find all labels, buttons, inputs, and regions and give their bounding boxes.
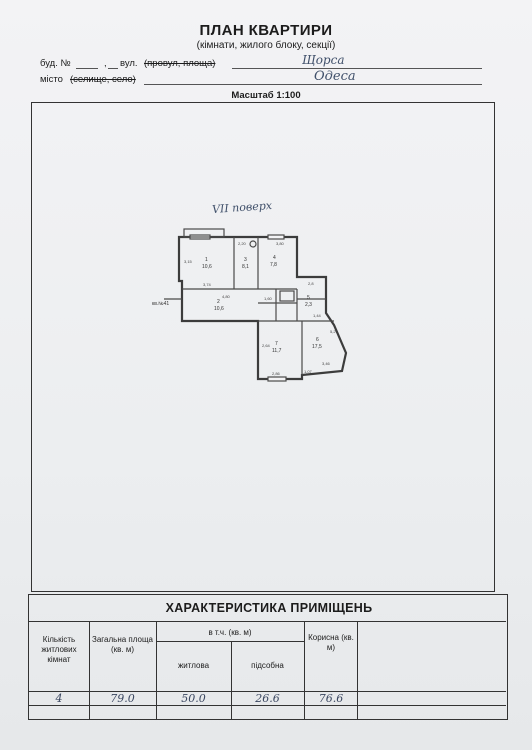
building-number-line	[76, 68, 98, 69]
room-number: 7	[275, 341, 278, 347]
city-line	[144, 84, 482, 85]
dimension: 3,74	[203, 282, 212, 287]
window	[267, 376, 287, 382]
table-rule	[357, 621, 358, 719]
dimension: 1,44	[313, 313, 322, 318]
room-area: 2,3	[305, 302, 312, 308]
table-title: ХАРАКТЕРИСТИКА ПРИМІЩЕНЬ	[165, 601, 373, 615]
header-useful-area: Корисна (кв. м)	[308, 633, 354, 652]
stair-label: кв.№41	[152, 301, 169, 307]
city-label: місто	[40, 74, 63, 85]
city-struck-options: (селище, село)	[70, 74, 136, 85]
floor-plan-frame: VII поверх	[31, 102, 495, 592]
dimension: 4,80	[222, 294, 231, 299]
room-number: 4	[273, 255, 276, 261]
characteristics-table: ХАРАКТЕРИСТИКА ПРИМІЩЕНЬ Кількість житло…	[28, 594, 508, 720]
room-area: 11,7	[272, 348, 282, 354]
document-subtitle: (кімнати, жилого блоку, секції)	[196, 40, 336, 51]
dimension: 3,15	[184, 259, 193, 264]
header-auxiliary-area: підсобна	[251, 661, 284, 670]
table-rule	[156, 621, 157, 719]
room-area: 10,6	[202, 264, 212, 270]
header-living-rooms-count: Кількість житлових кімнат	[41, 635, 77, 664]
table-rule	[231, 641, 232, 719]
value-auxiliary-area: 26.6	[255, 692, 280, 705]
street-struck-options: (провул, площа)	[144, 58, 216, 69]
outer-wall	[177, 235, 348, 381]
document-title: ПЛАН КВАРТИРИ	[199, 22, 333, 39]
street-label: вул.	[120, 58, 138, 69]
room-area: 17,5	[312, 344, 322, 350]
building-number-label: буд. №	[40, 58, 71, 69]
room-area: 7,8	[270, 262, 277, 268]
dimension: 2,64	[262, 343, 271, 348]
stove-fixture	[249, 240, 257, 248]
bathtub-fixture	[279, 290, 295, 302]
balcony	[183, 228, 225, 238]
street-line	[232, 68, 482, 69]
table-rule	[89, 621, 90, 719]
room-number: 2	[217, 299, 220, 305]
table-rule	[29, 691, 506, 692]
window	[267, 234, 285, 240]
dimension: 2,8	[308, 281, 314, 286]
dimension: 1,60	[264, 296, 273, 301]
room-area: 10,6	[214, 306, 224, 312]
room-number: 5	[307, 295, 310, 301]
room-number: 6	[316, 337, 319, 343]
table-rule	[29, 621, 506, 622]
street-handwritten-value: Щорса	[302, 53, 345, 67]
dimension: 3,46	[322, 361, 331, 366]
value-useful-area: 76.6	[318, 692, 344, 705]
dimension: 3,80	[276, 241, 285, 246]
value-living-rooms-count: 4	[55, 692, 63, 705]
value-living-area: 50.0	[181, 692, 206, 705]
value-total-area: 79.0	[110, 692, 135, 705]
header-total-area: Загальна площа (кв. м)	[92, 635, 153, 654]
table-rule	[156, 641, 304, 642]
dimension: 1,07	[304, 369, 313, 374]
header-including: в т.ч. (кв. м)	[208, 628, 252, 637]
table-rule	[304, 621, 305, 719]
room-number: 1	[205, 257, 208, 263]
city-handwritten-value: Одеса	[314, 69, 356, 84]
building-letter-line	[108, 68, 118, 69]
floor-plan-drawing: 1 10,6 2 10,6 3 8,1 4 7,8 5 2,3 6 17,5 7…	[152, 228, 348, 382]
room-number: 3	[244, 257, 247, 263]
table-rule	[29, 705, 506, 706]
room-area: 8,1	[242, 264, 249, 270]
dimension: 5,27	[330, 329, 339, 334]
building-number-separator: ,	[104, 58, 107, 69]
dimension: 2,86	[272, 371, 281, 376]
header-living-area: житлова	[177, 661, 210, 670]
scale-label: Масштаб 1:100	[231, 90, 301, 101]
dimension: 2,20	[238, 241, 247, 246]
